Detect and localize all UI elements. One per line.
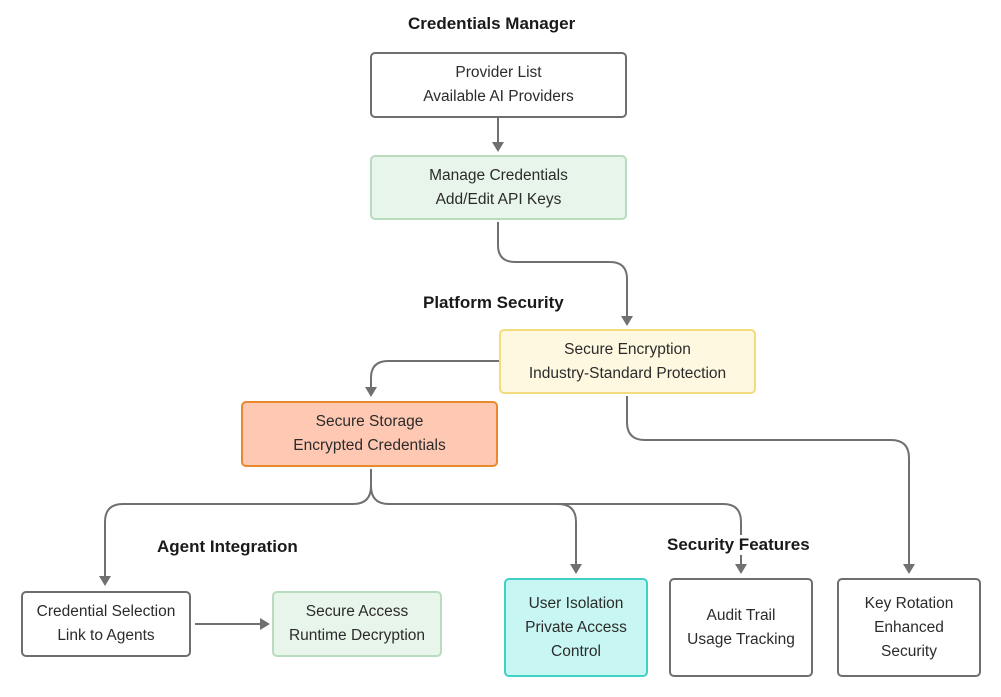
node-title: User Isolation	[528, 594, 624, 612]
node-subtitle: Security	[881, 642, 937, 660]
arrowhead	[99, 576, 111, 586]
arrowhead	[365, 387, 377, 397]
secure-storage-node: Secure Storage Encrypted Credentials	[241, 401, 498, 467]
edge-storage-to-selection	[104, 469, 372, 577]
credential-selection-node: Credential Selection Link to Agents	[21, 591, 191, 657]
node-title: Secure Storage	[315, 413, 424, 430]
section-title-credentials-manager: Credentials Manager	[408, 14, 576, 33]
secure-access-node: Secure Access Runtime Decryption	[272, 591, 442, 657]
node-title: Provider List	[455, 64, 542, 81]
section-title-security-features: Security Features	[667, 535, 812, 555]
edge-manage-to-encryption	[497, 222, 628, 317]
node-subtitle: Encrypted Credentials	[293, 437, 446, 454]
secure-encryption-node: Secure Encryption Industry-Standard Prot…	[499, 329, 756, 394]
edge-storage-to-audit	[558, 503, 742, 565]
provider-list-node: Provider List Available AI Providers	[370, 52, 627, 118]
arrowhead	[621, 316, 633, 326]
node-title: Credential Selection	[36, 603, 176, 620]
node-subtitle: Enhanced	[874, 618, 944, 636]
arrowhead	[570, 564, 582, 574]
edge-storage-to-isolation	[370, 485, 577, 565]
node-title: Audit Trail	[706, 606, 776, 624]
node-subtitle: Control	[551, 642, 601, 660]
user-isolation-node: User Isolation Private Access Control	[504, 578, 648, 677]
node-subtitle: Add/Edit API Keys	[435, 190, 562, 208]
node-subtitle: Available AI Providers	[423, 88, 574, 105]
node-subtitle: Industry-Standard Protection	[528, 364, 727, 382]
node-subtitle: Usage Tracking	[687, 630, 795, 648]
node-title: Key Rotation	[864, 594, 954, 612]
node-title: Secure Encryption	[564, 340, 691, 358]
section-title-platform-security: Platform Security	[423, 293, 564, 312]
node-subtitle: Link to Agents	[57, 627, 155, 644]
audit-trail-node: Audit Trail Usage Tracking	[669, 578, 813, 677]
section-title-agent-integration: Agent Integration	[157, 537, 298, 556]
node-subtitle: Private Access	[525, 618, 627, 636]
node-title: Secure Access	[305, 603, 409, 620]
edge-encryption-to-keyrotation	[626, 396, 910, 565]
node-title: Manage Credentials	[429, 166, 568, 184]
arrowhead	[735, 564, 747, 574]
node-subtitle: Runtime Decryption	[288, 627, 426, 644]
arrowhead	[492, 142, 504, 152]
manage-credentials-node: Manage Credentials Add/Edit API Keys	[370, 155, 627, 220]
key-rotation-node: Key Rotation Enhanced Security	[837, 578, 981, 677]
arrowhead	[260, 618, 270, 630]
arrowhead	[903, 564, 915, 574]
edge-encryption-to-storage	[370, 360, 499, 388]
